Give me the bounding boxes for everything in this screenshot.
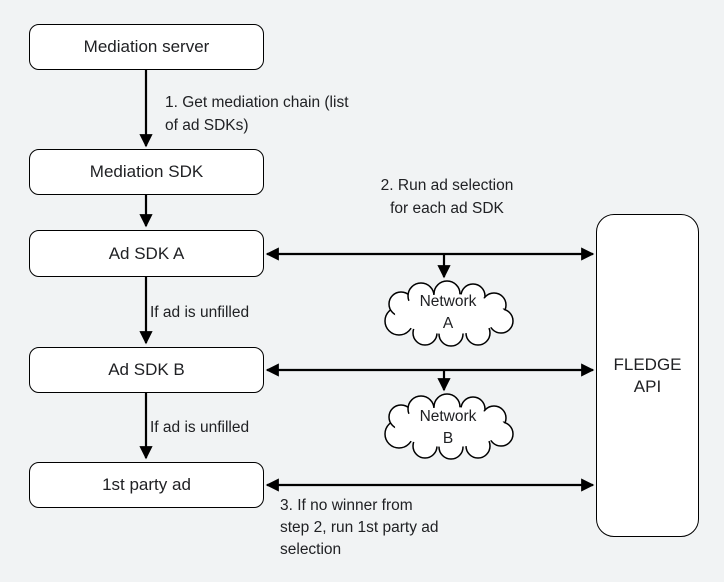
network-a-cloud-shape [384,280,514,347]
node-ad-sdk-a: Ad SDK A [29,230,264,277]
node-ad-sdk-b: Ad SDK B [29,347,264,393]
annotation-step-3: 3. If no winner from step 2, run 1st par… [280,497,439,558]
node-mediation-server: Mediation server [29,24,264,70]
node-fledge-api: FLEDGE API [596,214,699,537]
network-b-label: Network B [419,408,477,447]
network-b-cloud-shape [384,393,514,460]
node-mediation-sdk: Mediation SDK [29,149,264,195]
network-a-label: Network A [419,293,477,332]
node-first-party-ad: 1st party ad [29,462,264,508]
annotation-if-unfilled-a: If ad is unfilled [150,304,250,321]
annotation-step-1: 1. Get mediation chain (list of ad SDKs) [165,94,349,134]
annotation-if-unfilled-b: If ad is unfilled [150,419,250,436]
annotation-step-2: 2. Run ad selection for each ad SDK [380,177,514,217]
